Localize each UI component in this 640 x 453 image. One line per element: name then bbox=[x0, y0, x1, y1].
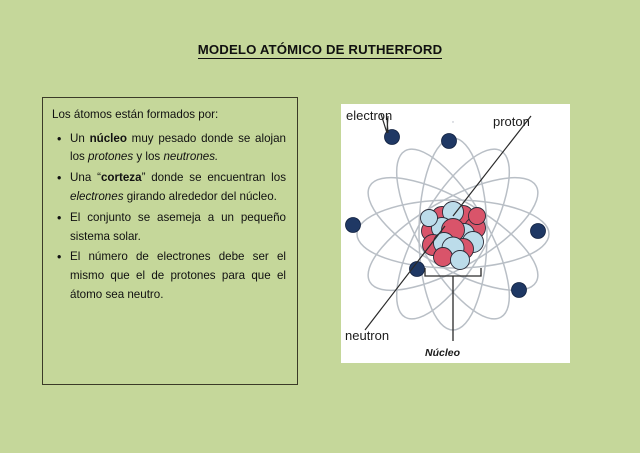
neutron-sphere bbox=[450, 250, 470, 270]
bullet-text-segment: Una “ bbox=[70, 171, 101, 185]
bullet-text-segment-bold: núcleo bbox=[89, 131, 127, 145]
neutron-label: neutron bbox=[345, 328, 389, 343]
bullet-text-segment: El número de electrones debe ser el mism… bbox=[70, 250, 286, 301]
facts-textbox: Los átomos están formados por: Un núcleo… bbox=[42, 97, 298, 385]
bullet-text-segment-bold: corteza bbox=[100, 171, 142, 185]
list-item: Una “corteza” donde se encuentran los el… bbox=[52, 168, 286, 207]
bullet-text-segment: muy pesado donde se alojan los bbox=[70, 131, 286, 164]
proton-label: proton bbox=[493, 114, 530, 129]
electron-particle bbox=[345, 217, 361, 233]
list-item: Un núcleo muy pesado donde se alojan los… bbox=[52, 129, 286, 168]
bullet-text-segment-italic: electrones bbox=[70, 189, 124, 203]
nucleus-label: Núcleo bbox=[425, 347, 461, 359]
bullet-text-segment: y los bbox=[133, 150, 164, 164]
neutron-sphere bbox=[420, 209, 438, 227]
page-title-text: MODELO ATÓMICO DE RUTHERFORD bbox=[197, 42, 443, 59]
bullet-text-segment: El conjunto se asemeja a un pequeño sist… bbox=[70, 210, 286, 243]
facts-intro-text: Los átomos están formados por: bbox=[52, 108, 219, 121]
electron-leader bbox=[380, 113, 389, 134]
bullet-text-segment: Un bbox=[70, 131, 90, 145]
bullet-text-segment-italic: neutrones. bbox=[163, 150, 219, 164]
electron-label: electron bbox=[346, 108, 392, 123]
bullet-text-segment: ” donde se encuentran los bbox=[141, 171, 286, 185]
electron-particles bbox=[345, 121, 546, 298]
electron-particle bbox=[530, 223, 546, 239]
nucleus-cluster bbox=[420, 201, 486, 270]
bullet-text-segment-italic: protones bbox=[88, 150, 134, 164]
bullet-text-segment: girando alrededor del núcleo. bbox=[123, 189, 277, 203]
proton-sphere bbox=[433, 247, 453, 267]
page-title: MODELO ATÓMICO DE RUTHERFORD bbox=[0, 42, 640, 59]
electron-particle bbox=[441, 133, 457, 149]
atom-diagram-image: electron proton neutron Núcleo bbox=[341, 104, 570, 363]
electron-particle bbox=[384, 129, 400, 145]
list-item: El conjunto se asemeja a un pequeño sist… bbox=[52, 208, 286, 247]
proton-sphere bbox=[468, 207, 486, 225]
proton-neutron-leader bbox=[364, 115, 532, 331]
facts-bullet-list: Un núcleo muy pesado donde se alojan los… bbox=[52, 129, 286, 305]
list-item: El número de electrones debe ser el mism… bbox=[52, 247, 286, 304]
electron-particle bbox=[511, 282, 527, 298]
nucleus-bracket bbox=[424, 268, 482, 341]
